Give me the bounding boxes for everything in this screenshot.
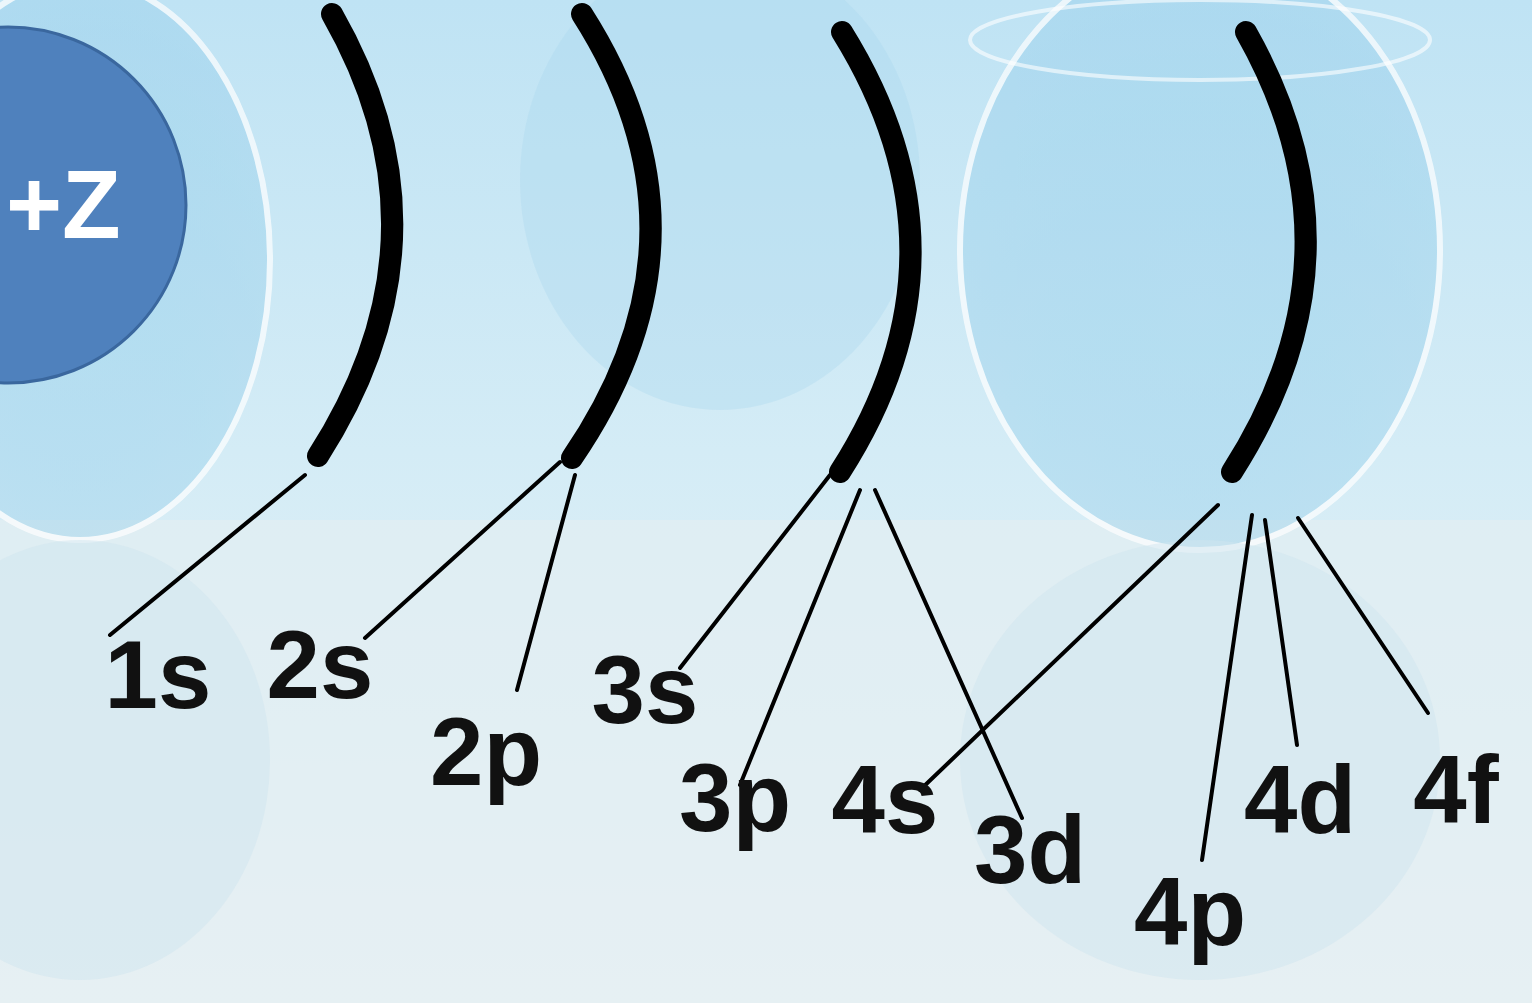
orbital-label: 4d <box>1244 752 1356 848</box>
orbital-label: 4s <box>832 752 939 848</box>
orbital-label: 3s <box>592 642 699 738</box>
orbital-label: 4p <box>1134 864 1246 960</box>
orbital-label: 4f <box>1413 742 1498 838</box>
orbital-label: 3d <box>974 802 1086 898</box>
nucleus-charge: +Z <box>6 157 121 253</box>
leader-line <box>110 462 1428 860</box>
shell-arc <box>318 14 1306 472</box>
glass-bowl <box>0 0 1440 980</box>
orbital-label: 2s <box>267 617 374 713</box>
orbital-label: 1s <box>105 627 212 723</box>
orbital-label: 2p <box>430 704 542 800</box>
orbital-label: 3p <box>679 750 791 846</box>
nucleus-circle: +Z <box>0 25 188 385</box>
